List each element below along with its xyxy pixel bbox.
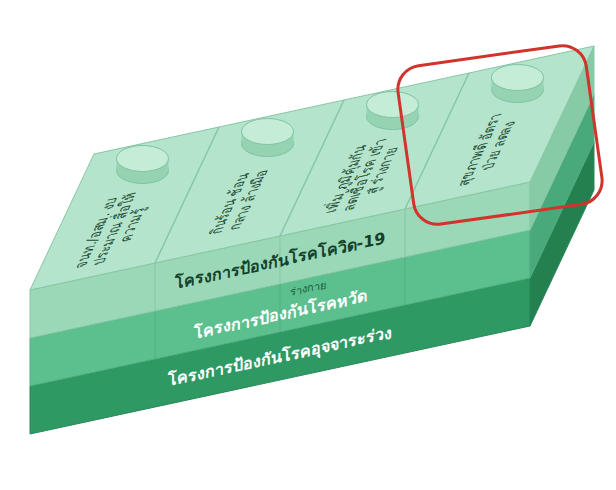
top-layer <box>30 46 594 338</box>
brick-seam <box>405 209 406 257</box>
brick-text: สุขภาพดี อัตราป่วย ลดลง <box>454 106 527 189</box>
stud <box>492 65 544 103</box>
stud <box>367 92 419 130</box>
stud-top <box>492 65 544 91</box>
brick-text: เพิ่ม ภูมิคุ้มกัน ลดเชื้อโรค เข้าสู่ ร่า… <box>319 131 410 218</box>
brick-text: กินร้อน ช้อนกลาง ล้างมือ <box>204 160 277 243</box>
stud-top <box>367 92 419 118</box>
factor-brick: เพิ่ม ภูมิคุ้มกัน ลดเชื้อโรค เข้าสู่ ร่า… <box>283 121 446 230</box>
brick-seam <box>155 311 156 359</box>
stud-top <box>242 119 294 145</box>
brick-text: จนท./อสม. งบประมาณ สื่อให้ความรู้ <box>69 185 160 272</box>
brick-seam <box>155 263 156 311</box>
brick-seam <box>155 127 219 263</box>
factor-brick: จนท./อสม. งบประมาณ สื่อให้ความรู้ <box>33 175 196 284</box>
brick-seam <box>280 100 344 236</box>
stud <box>117 146 169 184</box>
stud <box>242 119 294 157</box>
stud-top <box>117 146 169 172</box>
highlight-outline <box>395 43 605 228</box>
brick-seam <box>405 257 406 305</box>
layer-title: โครงการป้องกันโรคอุจจาระร่วง <box>30 278 530 434</box>
brick-seam <box>405 73 469 209</box>
factor-brick: สุขภาพดี อัตราป่วย ลดลง <box>408 94 571 203</box>
